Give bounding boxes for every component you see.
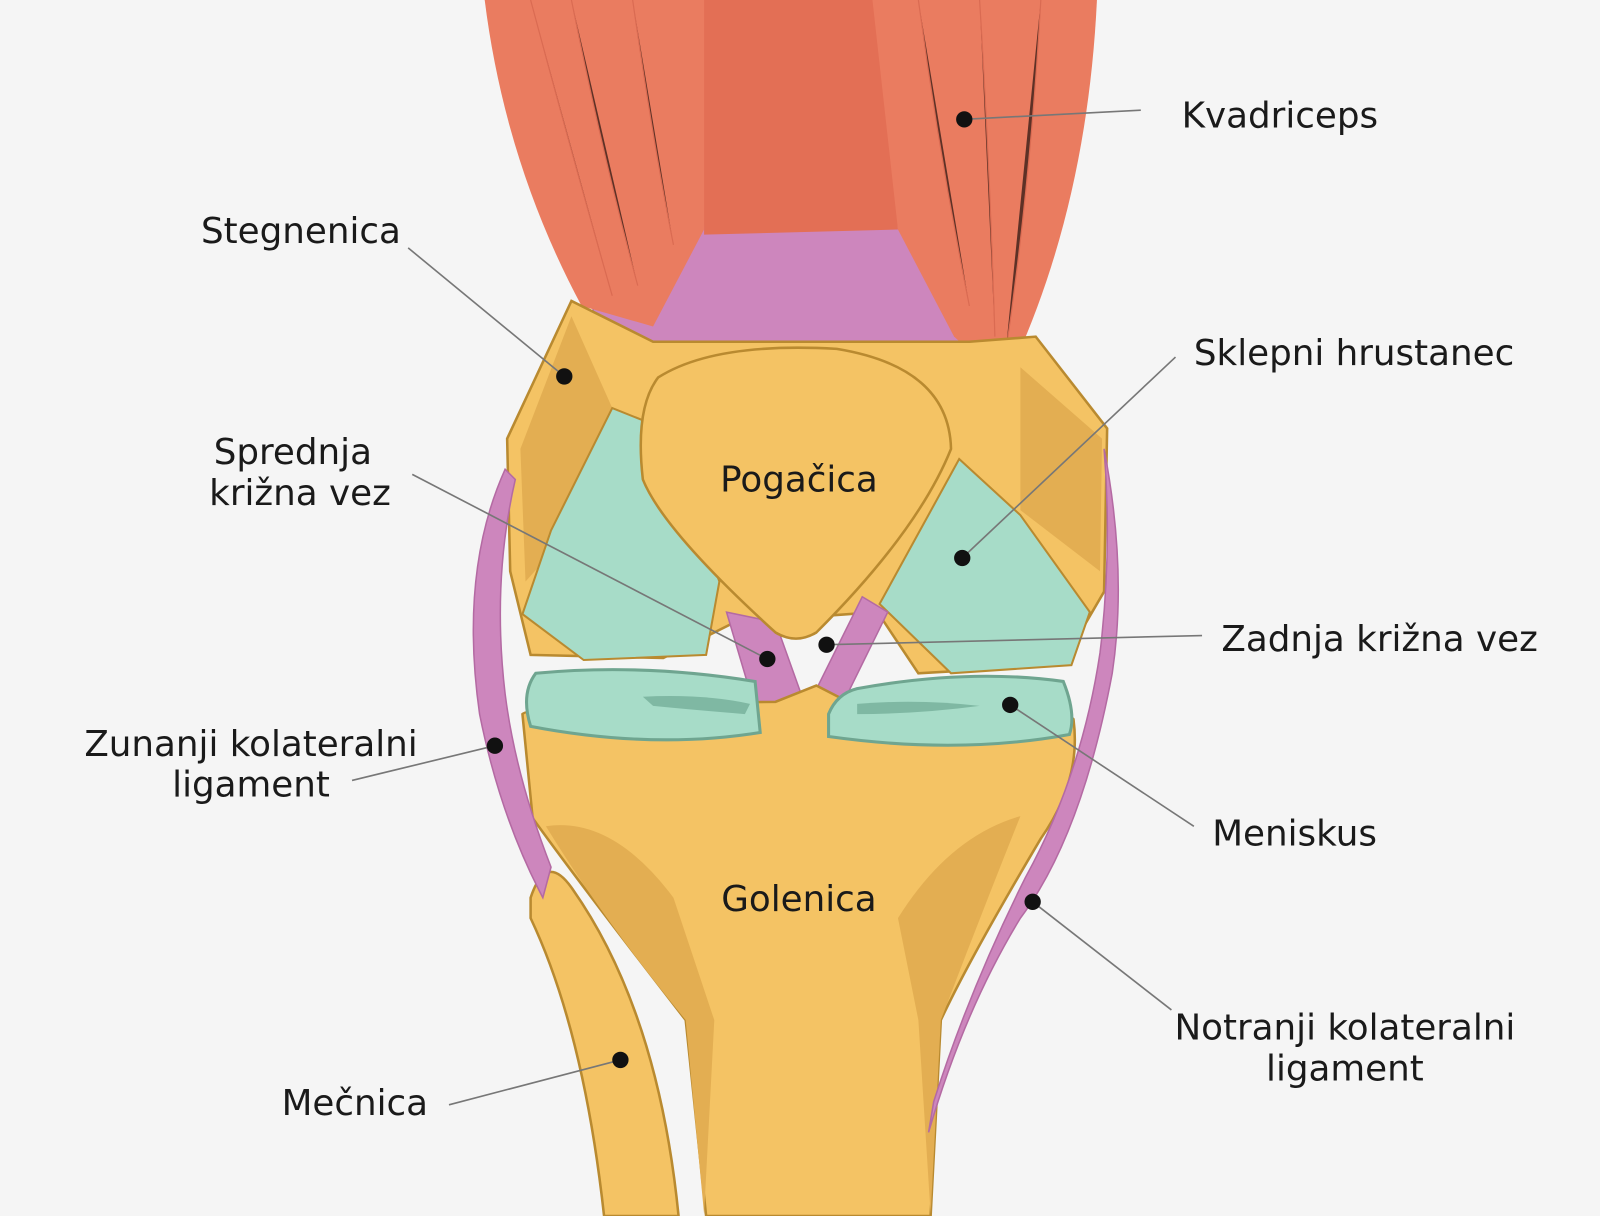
medial-collateral-ligament <box>927 448 1120 1133</box>
label-patella: Pogačica <box>720 460 878 501</box>
articular-cartilage-right <box>878 457 1091 675</box>
lateral-collateral-ligament <box>472 467 552 900</box>
label-cartilage: Sklepni hrustanec <box>1194 333 1514 374</box>
label-lcl-line2: ligament <box>172 765 330 806</box>
quadriceps-middle <box>704 0 898 235</box>
meniscus-medial <box>827 674 1074 747</box>
label-tibia: Golenica <box>721 879 876 920</box>
label-pcl: Zadnja križna vez <box>1221 619 1537 660</box>
quadriceps-left <box>484 0 720 327</box>
quadriceps-right <box>872 0 1097 383</box>
label-mcl-line2: ligament <box>1266 1048 1424 1089</box>
meniscus-lateral <box>525 668 762 742</box>
fibula <box>529 870 680 1216</box>
marker-dots <box>486 111 1041 1069</box>
label-acl-line1: Sprednja <box>214 432 372 473</box>
label-quadriceps: Kvadriceps <box>1182 96 1378 137</box>
label-fibula: Mečnica <box>282 1083 428 1124</box>
label-meniscus: Meniskus <box>1212 814 1377 855</box>
label-acl-line2: križna vez <box>209 473 391 514</box>
patella <box>639 346 953 640</box>
label-lcl-line1: Zunanji kolateralni <box>84 724 417 765</box>
label-mcl-line1: Notranji kolateralni <box>1174 1008 1515 1049</box>
label-femur: Stegnenica <box>201 211 401 252</box>
leader-lines <box>351 109 1203 1106</box>
